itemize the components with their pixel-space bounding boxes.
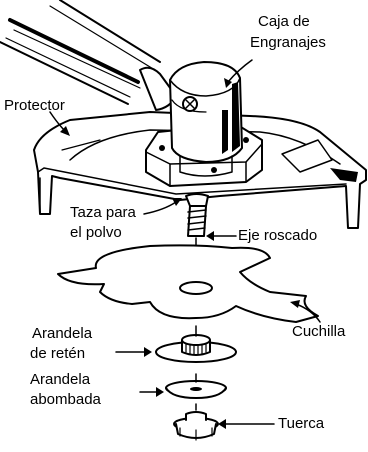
- label-gearbox-line1: Caja de: [258, 13, 310, 30]
- cupped-washer: [165, 373, 227, 399]
- label-retainer-washer-line1: Arandela: [32, 325, 93, 342]
- blade-center-hole: [179, 281, 213, 295]
- drive-shaft-tube: [0, 0, 177, 111]
- label-threaded-shaft: Eje roscado: [238, 227, 318, 244]
- gearbox: [145, 61, 263, 187]
- label-dust-cup-line2: el polvo: [70, 224, 122, 241]
- label-dust-cup-line1: Taza para: [70, 204, 136, 221]
- label-guard: Protector: [4, 97, 65, 114]
- label-nut: Tuerca: [278, 415, 325, 432]
- label-cupped-washer-line2: abombada: [30, 391, 101, 408]
- label-blade: Cuchilla: [292, 323, 346, 340]
- label-retainer-washer-line2: de retén: [30, 345, 86, 362]
- nut: [173, 403, 219, 441]
- retainer-washer: [155, 325, 237, 363]
- label-gearbox-line2: Engranajes: [250, 34, 326, 51]
- leader-lines: [49, 59, 321, 429]
- label-cupped-washer-line1: Arandela: [30, 371, 91, 388]
